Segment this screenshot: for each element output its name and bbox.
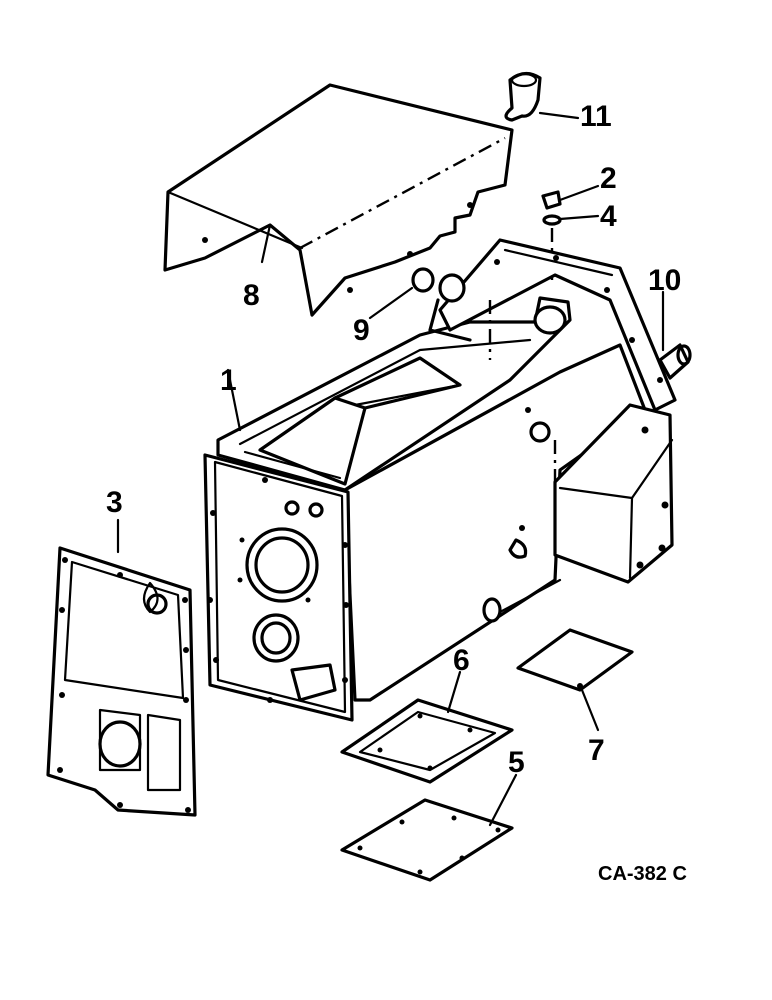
part-2-bolt [541,184,600,210]
part-4-washer [542,214,600,226]
part-3-front-gasket [46,518,197,817]
callout-10: 10 [648,264,681,297]
part-5-cover-plate [340,773,518,882]
callout-4: 4 [600,200,617,233]
callout-5: 5 [508,746,525,779]
part-7-small-cover [516,628,634,732]
callout-11: 11 [580,100,612,133]
callout-1: 1 [220,364,237,397]
callout-2: 2 [600,162,617,195]
part-1-housing [203,238,692,722]
callout-3: 3 [106,486,123,519]
part-8-top-cover [163,83,514,317]
callout-9: 9 [353,314,370,347]
callout-6: 6 [453,644,470,677]
callout-8: 8 [243,279,260,312]
part-11-bracket [504,71,580,122]
callout-7: 7 [588,734,605,767]
drawing-code: CA-382 C [598,863,687,885]
part-6-gasket [340,670,514,784]
